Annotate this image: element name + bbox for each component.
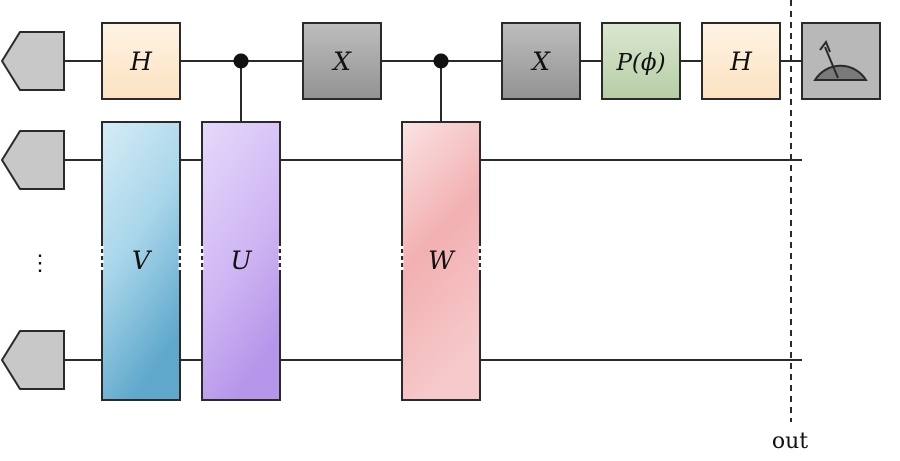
h-gate-last — [701, 22, 781, 100]
phase-gate-label: P(ϕ) — [615, 50, 665, 76]
control-dot-w — [433, 53, 449, 69]
meter-icon — [813, 39, 868, 81]
input-state-bottom — [0, 330, 65, 390]
w-gate — [401, 121, 481, 401]
x-gate-second — [501, 22, 581, 100]
w-gate-label: W — [428, 246, 456, 275]
input-state-top — [0, 31, 65, 91]
ellipsis-text: ⋮ — [29, 251, 51, 276]
u-gate-label: U — [230, 246, 252, 275]
control-dot-u — [233, 53, 249, 69]
u-gate — [201, 121, 281, 401]
input-state-2 — [0, 130, 65, 190]
h-gate-first-label: H — [129, 47, 153, 76]
phase-gate — [601, 22, 681, 100]
x-gate-first-label: X — [331, 47, 352, 76]
measurement-gate — [801, 22, 881, 100]
v-gate-label: V — [132, 246, 153, 275]
h-gate-first — [101, 22, 181, 100]
out-label: out — [772, 429, 808, 454]
v-gate — [101, 121, 181, 401]
x-gate-first — [302, 22, 382, 100]
x-gate-second-label: X — [530, 47, 551, 76]
h-gate-last-label: H — [729, 47, 753, 76]
